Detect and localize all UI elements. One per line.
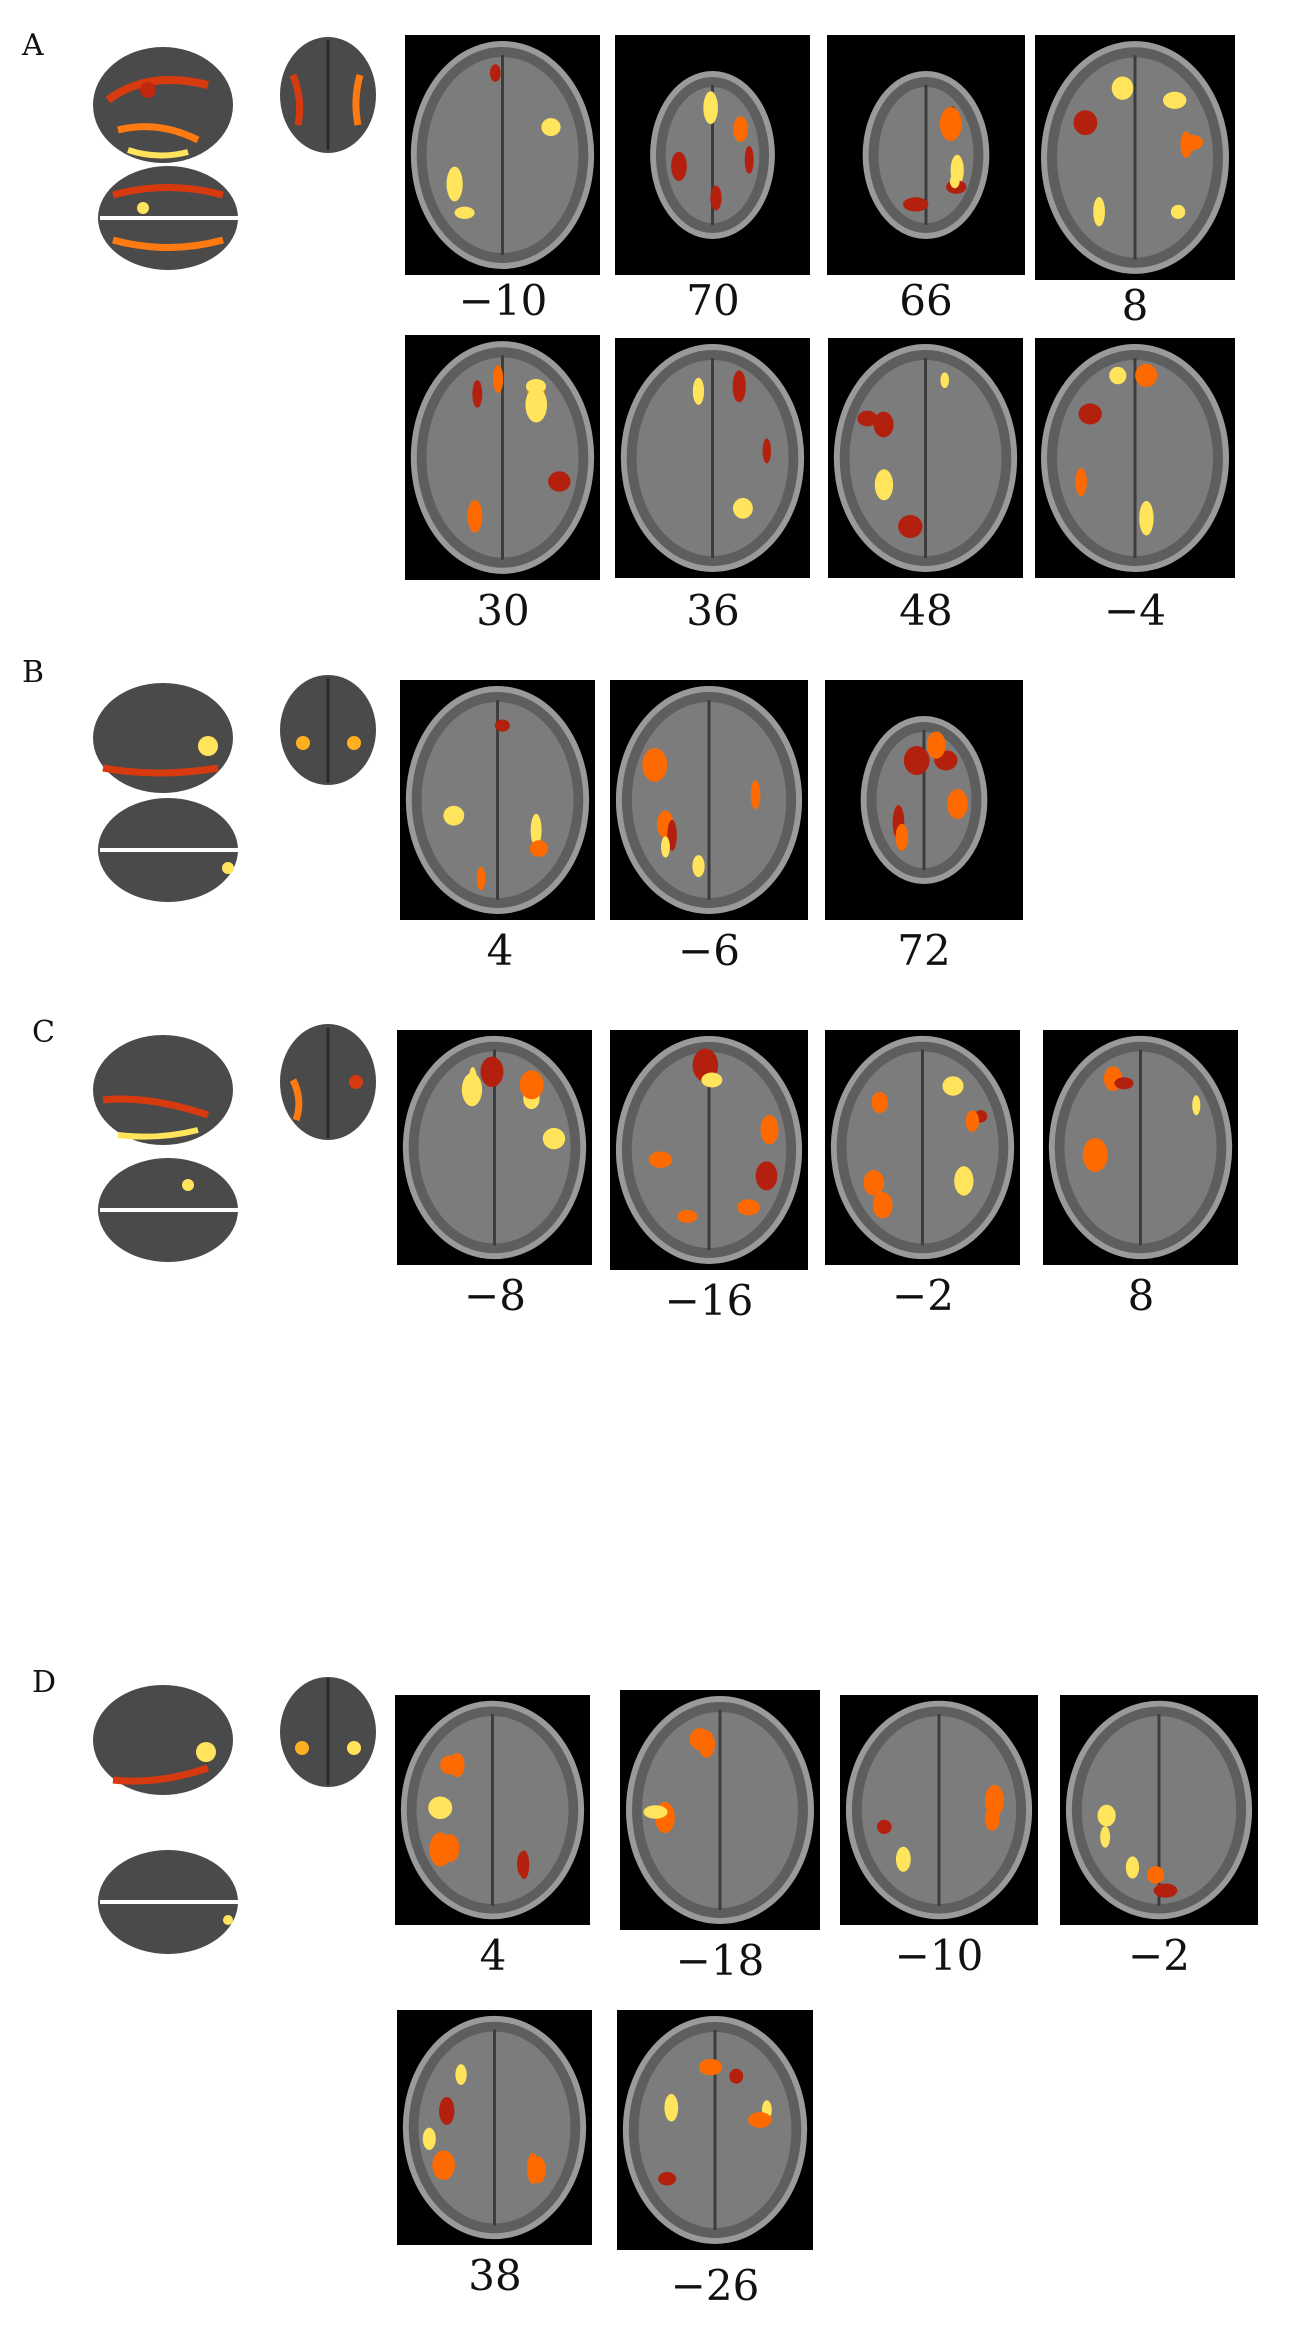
axial-slice-d-6 xyxy=(617,2010,813,2250)
axial-slice-b-2 xyxy=(610,680,808,920)
axial-slice-a-4 xyxy=(1035,35,1235,280)
axial-slice-c-2 xyxy=(610,1030,808,1270)
axial-slice-a-3 xyxy=(827,35,1025,275)
surface-render-d xyxy=(88,1670,378,1960)
axial-slice-d-5 xyxy=(397,2010,592,2245)
slice-z-label: 30 xyxy=(476,586,530,635)
slice-z-label: −2 xyxy=(1128,1931,1190,1980)
frontal-view xyxy=(280,1024,376,1140)
axial-slice-b-3 xyxy=(825,680,1023,920)
top-view xyxy=(98,1850,238,1954)
axial-slice-a-6 xyxy=(615,338,810,578)
slice-z-label: 66 xyxy=(899,276,953,325)
slice-z-label: 36 xyxy=(686,586,740,635)
slice-z-label: −26 xyxy=(670,2261,760,2310)
panel-letter-b: B xyxy=(22,655,45,690)
lateral-view xyxy=(93,1685,233,1795)
frontal-view xyxy=(280,1677,376,1787)
axial-slice-d-1 xyxy=(395,1695,590,1925)
surface-render-c xyxy=(88,1020,378,1270)
slice-z-label: −16 xyxy=(664,1276,754,1325)
panel-letter-c: C xyxy=(32,1015,55,1050)
slice-z-label: 70 xyxy=(686,276,740,325)
surface-render-a xyxy=(88,30,378,285)
axial-slice-c-1 xyxy=(397,1030,592,1265)
lateral-view xyxy=(93,683,233,793)
axial-slice-d-2 xyxy=(620,1690,820,1930)
lateral-view xyxy=(93,47,233,163)
slice-z-label: −6 xyxy=(678,926,740,975)
frontal-view xyxy=(280,37,376,153)
top-view xyxy=(98,798,238,902)
slice-z-label: 38 xyxy=(468,2251,522,2300)
axial-slice-a-2 xyxy=(615,35,810,275)
panel-letter-d: D xyxy=(32,1665,57,1700)
slice-z-label: −18 xyxy=(675,1936,765,1985)
axial-slice-d-4 xyxy=(1060,1695,1258,1925)
top-view xyxy=(98,166,238,270)
slice-z-label: 48 xyxy=(899,586,953,635)
slice-z-label: 4 xyxy=(479,1931,507,1980)
axial-slice-b-1 xyxy=(400,680,595,920)
axial-slice-a-7 xyxy=(828,338,1023,578)
axial-slice-a-1 xyxy=(405,35,600,275)
slice-z-label: 8 xyxy=(1121,281,1149,330)
axial-slice-a-8 xyxy=(1035,338,1235,578)
frontal-view xyxy=(280,675,376,785)
axial-slice-d-3 xyxy=(840,1695,1038,1925)
top-view xyxy=(98,1158,238,1262)
slice-z-label: −8 xyxy=(464,1271,526,1320)
axial-slice-c-3 xyxy=(825,1030,1020,1265)
slice-z-label: −2 xyxy=(892,1271,954,1320)
slice-z-label: −4 xyxy=(1104,586,1166,635)
lateral-view xyxy=(93,1035,233,1145)
surface-render-b xyxy=(88,668,378,913)
panel-letter-a: A xyxy=(22,28,44,63)
axial-slice-c-4 xyxy=(1043,1030,1238,1265)
slice-z-label: 4 xyxy=(486,926,514,975)
axial-slice-a-5 xyxy=(405,335,600,580)
slice-z-label: −10 xyxy=(458,276,548,325)
slice-z-label: 8 xyxy=(1127,1271,1155,1320)
slice-z-label: −10 xyxy=(894,1931,984,1980)
slice-z-label: 72 xyxy=(897,926,951,975)
